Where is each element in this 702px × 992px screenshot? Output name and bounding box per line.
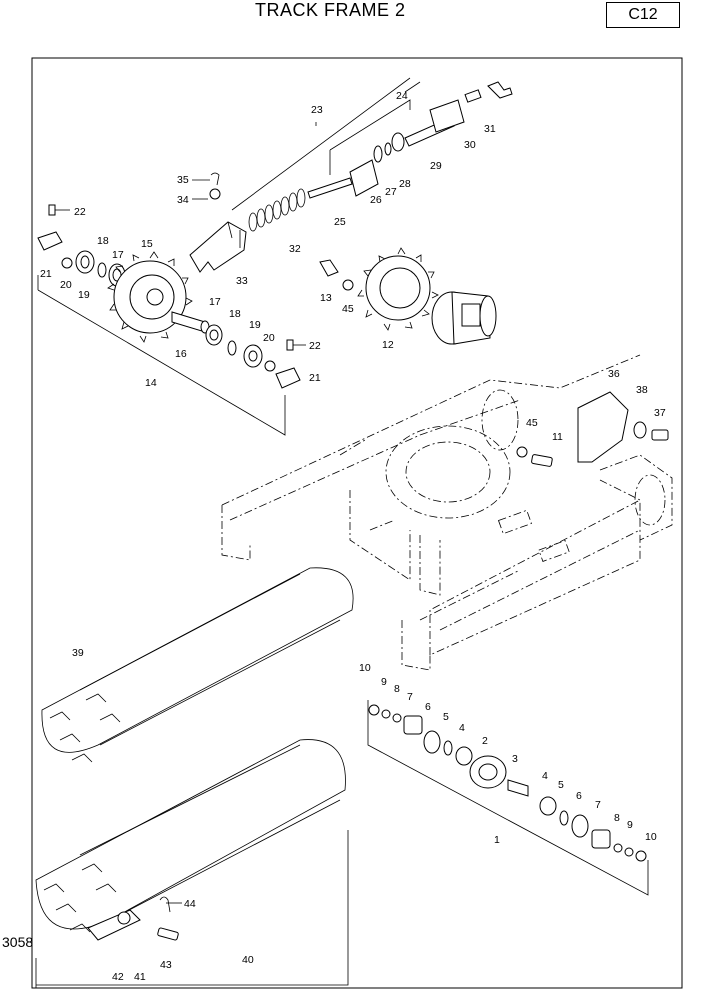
callout-42: 42	[112, 971, 124, 983]
callout-45-a: 45	[342, 303, 354, 315]
callout-16: 16	[175, 348, 187, 360]
callout-31: 31	[484, 123, 496, 135]
callout-27: 27	[385, 186, 397, 198]
callout-23: 23	[311, 104, 323, 116]
callout-32: 32	[289, 243, 301, 255]
callout-5-a: 5	[443, 711, 449, 723]
callout-14: 14	[145, 377, 157, 389]
callout-20-b: 20	[263, 332, 275, 344]
callout-10-b: 10	[645, 831, 657, 843]
callout-30: 30	[464, 139, 476, 151]
callout-4-b: 4	[542, 770, 548, 782]
sprocket-group	[37, 204, 301, 389]
callout-7-b: 7	[595, 799, 601, 811]
callout-21-a: 21	[40, 268, 52, 280]
callout-21-b: 21	[309, 372, 321, 384]
callout-39: 39	[72, 647, 84, 659]
callout-29: 29	[430, 160, 442, 172]
callout-18-b: 18	[229, 308, 241, 320]
page-title: TRACK FRAME 2	[255, 0, 406, 20]
callout-34: 34	[177, 194, 189, 206]
callout-9-b: 9	[627, 819, 633, 831]
callout-15: 15	[141, 238, 153, 250]
drive-motor-group	[319, 247, 497, 345]
callout-36: 36	[608, 368, 620, 380]
callout-35: 35	[177, 174, 189, 186]
callout-8-b: 8	[614, 812, 620, 824]
callout-43: 43	[160, 959, 172, 971]
page-code-box: C12	[606, 2, 680, 28]
callout-40: 40	[242, 954, 254, 966]
tensioner-group	[189, 81, 513, 273]
callout-13: 13	[320, 292, 332, 304]
leader-lines	[35, 77, 649, 988]
callout-12: 12	[382, 339, 394, 351]
callout-5-b: 5	[558, 779, 564, 791]
callout-1: 1	[494, 834, 500, 846]
cover-plate-group	[516, 391, 669, 467]
callout-44: 44	[184, 898, 196, 910]
callout-24: 24	[396, 90, 408, 102]
callout-labels: 23 24 31 30 29 28 27 26 25 35 34 32 33 2…	[40, 90, 666, 983]
callout-6-b: 6	[576, 790, 582, 802]
track-chain-upper	[41, 567, 354, 763]
callout-6-a: 6	[425, 701, 431, 713]
callout-17-a: 17	[112, 249, 124, 261]
callout-33: 33	[236, 275, 248, 287]
track-frame-phantom	[221, 354, 673, 671]
callout-18-a: 18	[97, 235, 109, 247]
callout-45-b: 45	[526, 417, 538, 429]
callout-20-a: 20	[60, 279, 72, 291]
callout-19-b: 19	[249, 319, 261, 331]
callout-4-a: 4	[459, 722, 465, 734]
side-number: 3058	[2, 934, 34, 950]
callout-17-b: 17	[209, 296, 221, 308]
callout-8-a: 8	[394, 683, 400, 695]
callout-11: 11	[552, 431, 563, 443]
callout-37: 37	[654, 407, 666, 419]
callout-10-a: 10	[359, 662, 371, 674]
diagram-frame	[31, 57, 683, 989]
callout-9-a: 9	[381, 676, 387, 688]
callout-22-a: 22	[74, 206, 86, 218]
callout-41: 41	[134, 971, 146, 983]
callout-38: 38	[636, 384, 648, 396]
callout-28: 28	[399, 178, 411, 190]
track-chain-lower	[35, 739, 346, 941]
idler-roller-group	[368, 704, 647, 862]
callout-2: 2	[482, 735, 488, 747]
callout-3: 3	[512, 753, 518, 765]
callout-26: 26	[370, 194, 382, 206]
callout-7-a: 7	[407, 691, 413, 703]
callout-22-b: 22	[309, 340, 321, 352]
callout-25: 25	[334, 216, 346, 228]
callout-19-a: 19	[78, 289, 90, 301]
